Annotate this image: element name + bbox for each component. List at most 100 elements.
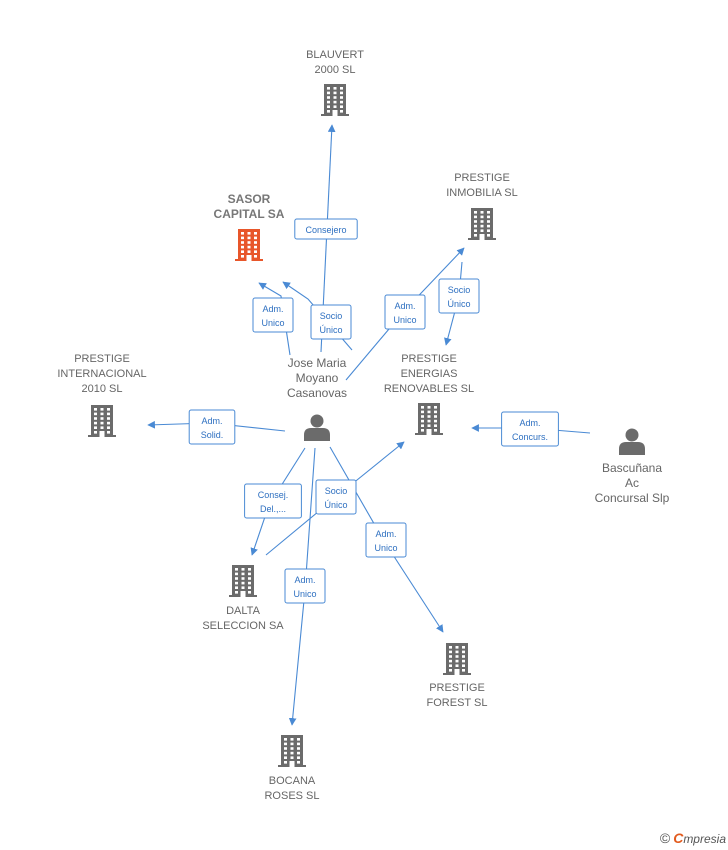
building-window: [480, 211, 484, 214]
relation-label-box: [284, 568, 326, 604]
relation-label-text: Único: [324, 500, 347, 510]
node-label-line: Casanovas: [287, 386, 347, 400]
building-window: [327, 100, 330, 104]
node-label-line: Concursal Slp: [595, 491, 670, 505]
building-window: [254, 236, 257, 240]
building-window: [297, 751, 300, 755]
relation-label-box: [365, 522, 407, 558]
node-label-line: 2010 SL: [82, 383, 123, 395]
relation-label-jose-to-bocana[interactable]: Adm.Unico: [284, 568, 326, 604]
building-window: [474, 229, 477, 232]
node-label-line: INTERNACIONAL: [57, 368, 146, 380]
building-window: [449, 659, 452, 663]
building-window: [241, 232, 244, 235]
building-door: [99, 431, 105, 437]
building-window: [254, 250, 257, 253]
relation-label-jose-to-sasor[interactable]: Adm.Unico: [252, 297, 294, 333]
relation-label-text: Socio: [325, 486, 348, 496]
building-window: [241, 586, 245, 589]
building-window: [340, 105, 343, 108]
building-icon: [88, 405, 116, 437]
building-window: [290, 756, 294, 759]
building-window: [297, 738, 300, 741]
building-window: [340, 87, 343, 90]
building-icon: [468, 208, 496, 240]
building-window: [248, 572, 251, 576]
node-label-line: CAPITAL SA: [214, 207, 285, 221]
building-window: [333, 91, 337, 95]
building-window: [327, 91, 330, 95]
building-icon: [443, 643, 471, 675]
copyright-symbol: ©: [659, 830, 671, 846]
building-window: [480, 220, 484, 223]
node-label-line: PRESTIGE: [454, 172, 510, 184]
building-window: [248, 591, 251, 594]
building-window: [455, 655, 459, 658]
relation-label-text: Adm.: [201, 416, 222, 426]
relation-label-box: [310, 304, 352, 340]
node-label-line: PRESTIGE: [401, 353, 457, 365]
building-window: [235, 568, 238, 571]
building-window: [333, 105, 337, 108]
relation-label-jose-to-dalta[interactable]: Consej.Del.,...: [244, 483, 302, 519]
relation-label-jose-to-prestige-forest[interactable]: Adm.Unico: [365, 522, 407, 558]
building-window: [421, 424, 424, 427]
building-window: [434, 419, 437, 423]
building-window: [297, 747, 300, 750]
relation-label-bascunana-to-prestige-energias[interactable]: Adm.Concurs.: [501, 411, 559, 447]
node-label-line: Jose Maria: [288, 356, 347, 370]
building-window: [462, 664, 465, 667]
node-label-line: Ac: [625, 476, 639, 490]
building-window: [421, 406, 424, 409]
building-window: [327, 105, 330, 108]
building-window: [327, 87, 330, 90]
relation-edge-jose-to-sasor: [258, 282, 291, 356]
building-window: [434, 424, 437, 427]
building-window: [254, 245, 257, 249]
relation-label-jose-to-blauvert[interactable]: Consejero: [294, 218, 358, 240]
node-label-line: SELECCION SA: [202, 620, 284, 632]
building-window: [487, 220, 490, 223]
building-window: [100, 408, 104, 411]
building-window: [462, 650, 465, 654]
company-node-prestige-inmobilia[interactable]: PRESTIGE INMOBILIA SL: [446, 172, 518, 240]
building-window: [100, 426, 104, 429]
building-window: [297, 761, 300, 764]
building-window: [449, 646, 452, 649]
person-head: [625, 428, 639, 442]
building-window: [100, 412, 104, 416]
node-label-line: INMOBILIA SL: [446, 187, 518, 199]
building-window: [290, 747, 294, 750]
building-window: [248, 568, 251, 571]
building-window: [421, 415, 424, 418]
node-label-line: 2000 SL: [315, 64, 356, 76]
building-window: [94, 417, 97, 420]
building-window: [340, 110, 343, 113]
relation-label-jose-to-prestige-inmobilia[interactable]: Adm.Unico: [384, 294, 426, 330]
building-window: [449, 650, 452, 654]
building-window: [107, 421, 110, 425]
building-door: [289, 761, 295, 767]
building-window: [247, 241, 251, 244]
footer-brand[interactable]: ©Cmpresia: [660, 830, 726, 846]
relation-label-jose-to-prestige-internacional[interactable]: Adm.Solid.: [188, 409, 236, 445]
building-window: [248, 577, 251, 580]
building-window: [487, 224, 490, 228]
building-icon: [235, 229, 263, 261]
building-window: [241, 568, 245, 571]
building-window: [284, 747, 287, 750]
building-window: [427, 424, 431, 427]
relation-label-text: Adm.: [375, 529, 396, 539]
